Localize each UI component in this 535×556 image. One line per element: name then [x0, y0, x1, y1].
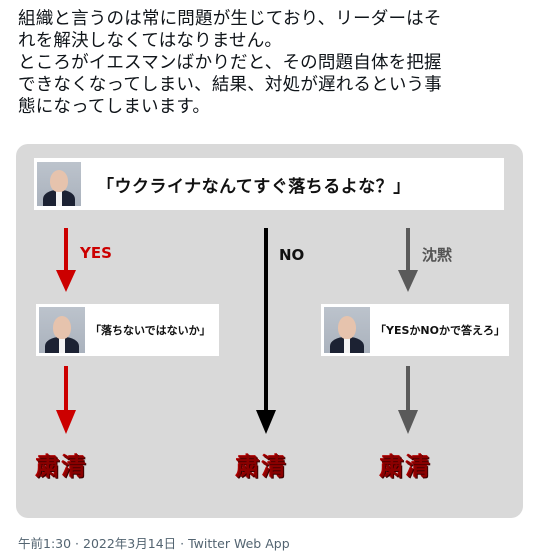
- tweet-line: 組織と言うのは常に問題が生じており、リーダーはそ: [18, 9, 442, 29]
- flow-arrows: [56, 228, 418, 434]
- tweet-line: 態になってしまいます。: [18, 97, 211, 117]
- yes-response-text: 「落ちないではないか」: [90, 324, 211, 337]
- yes-arrow-top: [56, 228, 76, 292]
- result-purge-no: 粛清: [236, 453, 288, 481]
- flowchart-image[interactable]: 「ウクライナなんてすぐ落ちるよな？」 YES NO 沈黙 「落ちないではないか」…: [16, 144, 523, 518]
- tweet-line: れを解決しなくてはなりません。: [18, 31, 283, 51]
- branch-label-yes: YES: [80, 244, 112, 262]
- tweet-line: ところがイエスマンばかりだと、その問題自体を把握: [18, 53, 442, 73]
- portrait-avatar: [39, 307, 85, 353]
- yes-response-box: 「落ちないではないか」: [36, 304, 219, 356]
- tweet-timestamp[interactable]: 午前1:30 · 2022年3月14日: [18, 536, 177, 551]
- question-text: 「ウクライナなんてすぐ落ちるよな？」: [97, 176, 411, 197]
- result-purge-silence: 粛清: [380, 453, 432, 481]
- portrait-avatar: [324, 307, 370, 353]
- tweet-text: 組織と言うのは常に問題が生じており、リーダーはそ れを解決しなくてはなりません。…: [18, 8, 523, 118]
- tweet-footer: 午前1:30 · 2022年3月14日 · Twitter Web App: [18, 533, 290, 552]
- branch-label-no: NO: [279, 246, 305, 264]
- result-purge-yes: 粛清: [36, 453, 88, 481]
- no-arrow: [256, 228, 276, 434]
- yes-arrow-bottom: [56, 366, 76, 434]
- tweet-line: できなくなってしまい、結果、対処が遅れるという事: [18, 75, 442, 95]
- separator: ·: [180, 536, 189, 551]
- tweet-source[interactable]: Twitter Web App: [188, 536, 290, 551]
- silence-arrow-bottom: [398, 366, 418, 434]
- silence-response-box: 「YESかNOかで答えろ」: [321, 304, 509, 356]
- branch-label-silence: 沈黙: [422, 246, 453, 264]
- silence-response-text: 「YESかNOかで答えろ」: [375, 324, 505, 337]
- silence-arrow-top: [398, 228, 418, 292]
- portrait-avatar: [37, 162, 81, 206]
- question-box: 「ウクライナなんてすぐ落ちるよな？」: [34, 158, 504, 210]
